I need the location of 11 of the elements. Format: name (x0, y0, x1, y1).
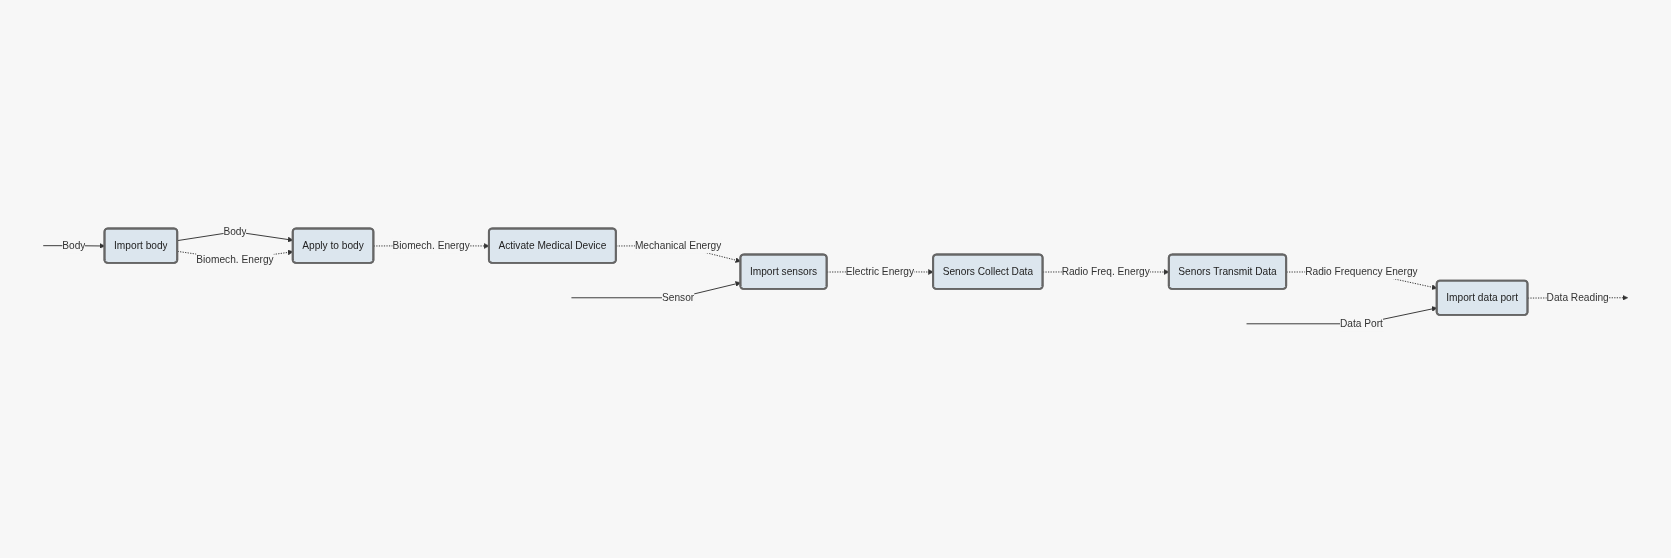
edge-label: Electric Energy (845, 266, 915, 278)
edge-label: Body (62, 240, 86, 252)
edge-label: Sensor (662, 292, 695, 304)
edge-label: Mechanical Energy (634, 240, 722, 252)
edge-label: Body (223, 226, 247, 238)
edge-label: Radio Freq. Energy (1061, 266, 1150, 278)
edge-label: Data Reading (1546, 292, 1609, 304)
edge-label: Data Port (1339, 318, 1383, 330)
edge-label: Biomech. Energy (392, 240, 470, 252)
edge-label: Biomech. Energy (196, 254, 274, 266)
edge-label: Radio Frequency Energy (1305, 266, 1418, 278)
